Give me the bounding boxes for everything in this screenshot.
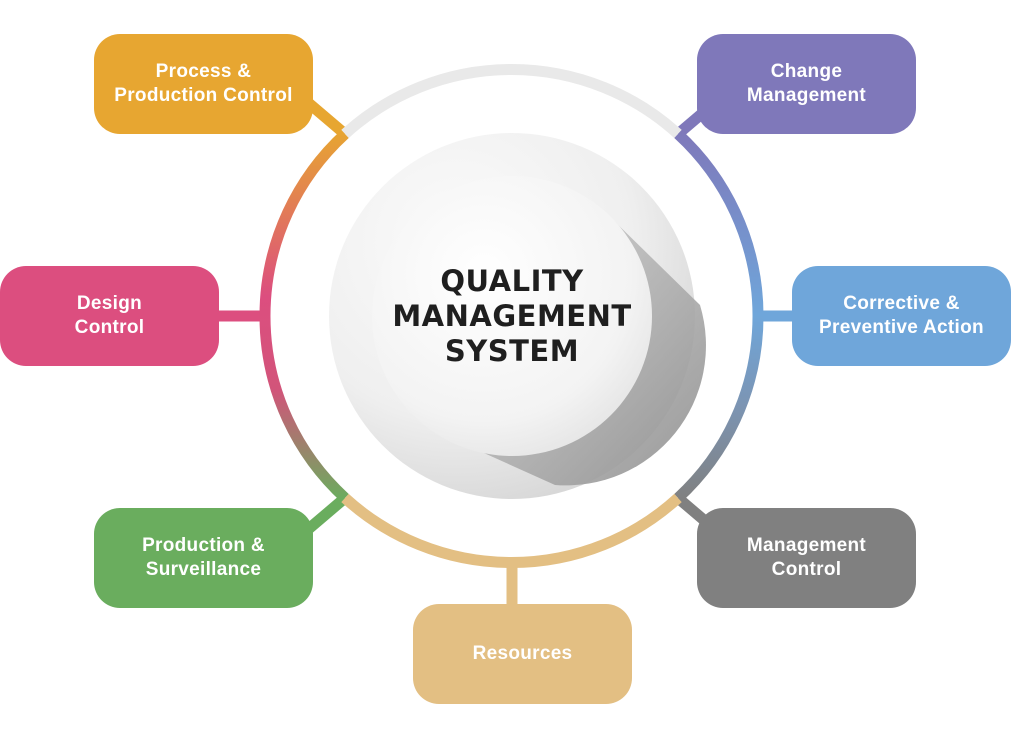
ring-right-arc [674, 129, 764, 503]
node-label-line: Surveillance [145, 559, 262, 580]
center-title: QUALITY MANAGEMENT SYSTEM [392, 264, 632, 369]
center-title-line-1: QUALITY [440, 264, 584, 298]
node-process-production-control[interactable]: Process & Production Control [94, 34, 313, 134]
node-corrective-preventive-action[interactable]: Corrective & Preventive Action [792, 266, 1011, 366]
center-title-line-3: SYSTEM [444, 334, 580, 368]
node-label-line: Control [771, 559, 842, 580]
node-label-line: Change [770, 61, 843, 82]
node-production-surveillance[interactable]: Production & Surveillance [94, 508, 313, 608]
node-label-line: Management [746, 535, 867, 556]
node-label-line: Resources [472, 643, 573, 664]
node-label-line: Design [76, 293, 143, 314]
outer-ring [259, 63, 764, 569]
node-design-control[interactable]: Design Control [0, 266, 219, 366]
ring-top-arc [341, 63, 682, 139]
node-change-management[interactable]: Change Management [697, 34, 916, 134]
node-label-line: Production & [142, 535, 265, 556]
node-label-line: Process & [155, 61, 252, 82]
node-label-line: Production Control [114, 85, 293, 106]
ring-left-arc [259, 129, 349, 503]
node-label-line: Preventive Action [819, 317, 984, 338]
node-resources[interactable]: Resources [413, 604, 632, 704]
center-title-line-2: MANAGEMENT [392, 299, 632, 333]
node-management-control[interactable]: Management Control [697, 508, 916, 608]
ring-bottom-arc [341, 493, 682, 569]
node-label-line: Control [74, 317, 145, 338]
center-disc [329, 133, 706, 499]
node-label-line: Corrective & [843, 293, 960, 314]
node-label-line: Management [746, 85, 867, 106]
